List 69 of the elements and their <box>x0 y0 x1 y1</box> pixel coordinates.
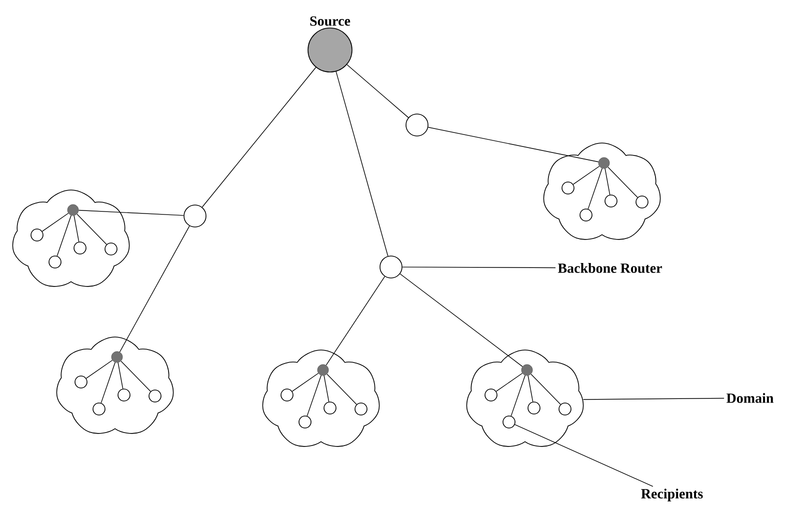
connector-line <box>78 210 184 216</box>
connector-line <box>428 126 599 162</box>
recipient-node <box>48 256 62 268</box>
connector-line <box>530 374 561 405</box>
recipient-node <box>604 194 618 208</box>
connector-line <box>74 215 80 242</box>
leader-line <box>582 398 724 400</box>
recipient-node <box>354 402 368 416</box>
router-node <box>406 114 428 136</box>
router-node <box>380 256 402 278</box>
label-text: Domain <box>726 393 774 403</box>
router-node <box>184 204 206 228</box>
domain-cloud <box>466 350 584 447</box>
connector-line <box>572 166 600 185</box>
connector-line <box>588 168 602 210</box>
label-text: Recipients <box>641 488 703 502</box>
connector-line <box>336 71 388 256</box>
connector-line <box>346 64 409 118</box>
gateway-node <box>598 157 610 169</box>
connector-line <box>100 362 116 404</box>
connector-line <box>326 276 386 366</box>
recipient-node <box>148 390 162 402</box>
leader-line <box>514 424 654 487</box>
connector-line <box>400 274 523 367</box>
gateway-node <box>317 364 329 376</box>
connector-line <box>120 360 151 392</box>
recipient-node <box>92 402 106 416</box>
gateway-node <box>521 364 533 376</box>
connector-line <box>118 362 124 390</box>
domain-cloud <box>262 350 380 447</box>
source-node: Source <box>308 16 352 72</box>
connector-line <box>510 375 526 416</box>
recipient-node <box>558 402 572 416</box>
recipient-node <box>528 402 540 414</box>
recipient-node <box>580 208 592 222</box>
connector-line <box>324 375 330 402</box>
recipient-node <box>104 242 118 256</box>
connector-line <box>56 215 72 256</box>
gateway-node <box>111 351 123 363</box>
recipient-node <box>74 242 86 254</box>
recipient-node <box>636 196 648 208</box>
connector-line <box>119 226 190 352</box>
connector-line <box>608 166 638 198</box>
domain-cloud <box>12 190 130 287</box>
leader-line <box>402 266 556 268</box>
connector-line <box>86 360 113 379</box>
recipient-node <box>74 376 88 388</box>
connector-line <box>42 212 69 232</box>
recipient-node <box>30 228 44 242</box>
connector-line <box>528 375 534 402</box>
recipient-node <box>298 416 312 428</box>
connector-line <box>306 375 322 416</box>
connector-line <box>326 374 357 405</box>
connector-line <box>496 372 523 392</box>
node-label: Source <box>310 16 350 26</box>
recipient-node <box>562 182 574 194</box>
connector-line <box>202 67 316 208</box>
connector-line <box>76 214 107 245</box>
gateway-node <box>67 204 79 216</box>
connector-line <box>604 168 610 196</box>
recipient-node <box>280 388 294 402</box>
label-text: Backbone Router <box>558 263 662 273</box>
recipient-node <box>118 388 130 402</box>
recipient-node <box>484 388 498 402</box>
recipient-node <box>502 416 516 428</box>
connector-line <box>292 372 319 392</box>
domain-cloud <box>543 142 661 240</box>
recipient-node <box>324 402 336 414</box>
domain-cloud <box>56 336 174 434</box>
